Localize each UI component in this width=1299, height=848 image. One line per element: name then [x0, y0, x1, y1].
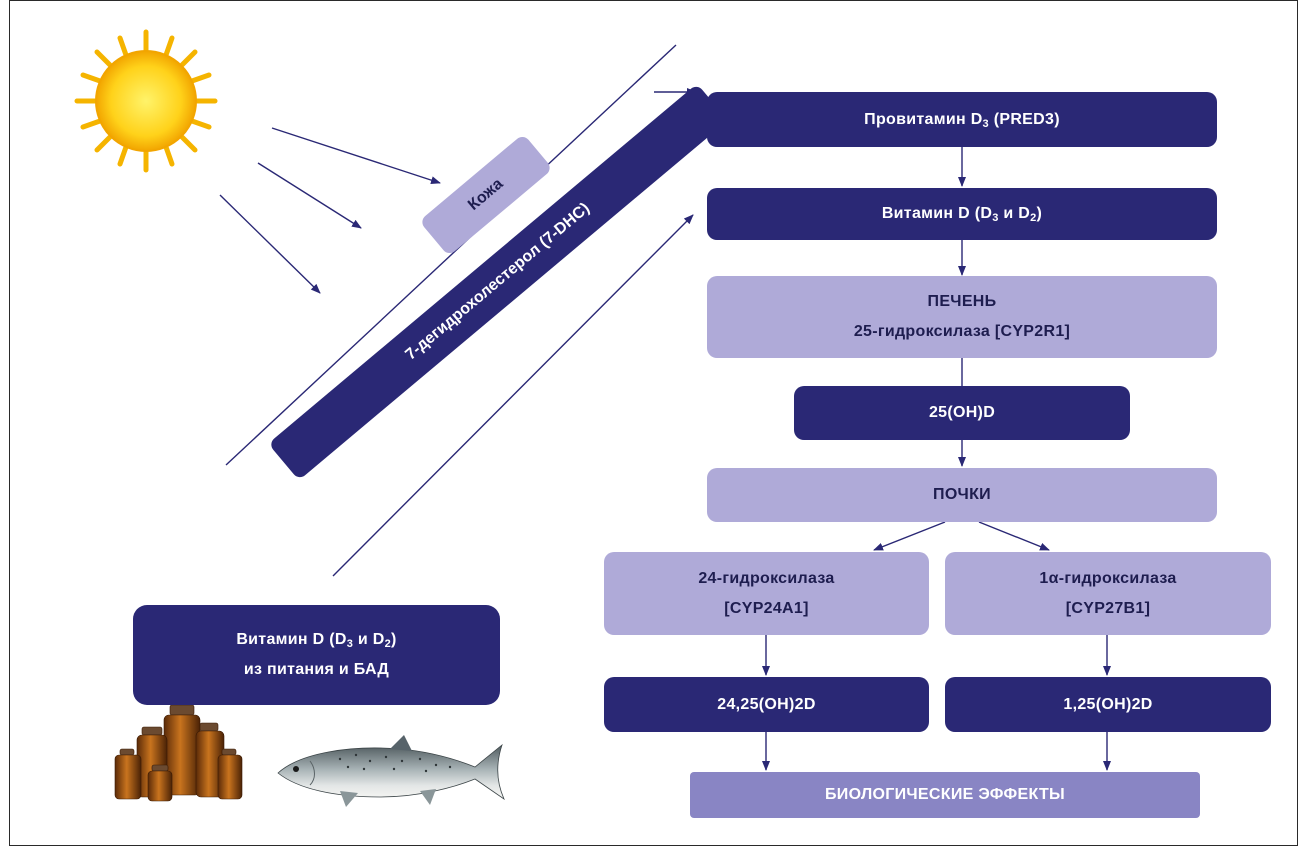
- hydroxylase-1a-box: 1α-гидроксилаза [CYP27B1]: [945, 552, 1271, 635]
- liver-title: ПЕЧЕНЬ: [927, 293, 997, 310]
- skin-label-text: Кожа: [464, 175, 507, 214]
- dietary-line1: Витамин D (D3 и D2): [236, 631, 397, 650]
- hydroxylase-24-name: 24-гидроксилаза: [698, 569, 835, 587]
- hydroxylase-1a-code: [CYP27B1]: [1065, 599, 1151, 617]
- biological-effects-box: БИОЛОГИЧЕСКИЕ ЭФФЕКТЫ: [690, 772, 1200, 818]
- oh-d-box: 25(OH)D: [794, 386, 1130, 440]
- metabolite-24-label: 24,25(OH)2D: [717, 695, 816, 713]
- liver-enzyme: 25-гидроксилаза [CYP2R1]: [853, 323, 1071, 340]
- provitamin-box: Провитамин D3 (PRED3): [707, 92, 1217, 147]
- oh-d-label: 25(OH)D: [928, 404, 996, 421]
- liver-box: ПЕЧЕНЬ 25-гидроксилаза [CYP2R1]: [707, 276, 1217, 358]
- metabolite-1-label: 1,25(OH)2D: [1063, 695, 1153, 713]
- kidneys-box: ПОЧКИ: [707, 468, 1217, 522]
- metabolite-24-box: 24,25(OH)2D: [604, 677, 929, 732]
- supplement-bottles-icon: [114, 705, 243, 802]
- provitamin-text: Провитамин D3 (PRED3): [864, 110, 1060, 130]
- kidneys-label: ПОЧКИ: [933, 486, 991, 503]
- biological-effects-label: БИОЛОГИЧЕСКИЕ ЭФФЕКТЫ: [825, 786, 1065, 803]
- hydroxylase-24-code: [CYP24A1]: [724, 599, 809, 617]
- diagram-frame: [9, 0, 1298, 846]
- vitamin-d-box: Витамин D (D3 и D2): [707, 188, 1217, 240]
- salmon-fish-icon: [277, 735, 505, 807]
- dietary-line2: из питания и БАД: [243, 661, 390, 678]
- metabolite-1-box: 1,25(OH)2D: [945, 677, 1271, 732]
- sun-icon: [74, 29, 218, 173]
- vitamin-d-text: Витамин D (D3 и D2): [881, 205, 1043, 224]
- hydroxylase-1a-name: 1α-гидроксилаза: [1039, 569, 1177, 587]
- hydroxylase-24-box: 24-гидроксилаза [CYP24A1]: [604, 552, 929, 635]
- dietary-vitamin-d-box: Витамин D (D3 и D2) из питания и БАД: [133, 605, 500, 705]
